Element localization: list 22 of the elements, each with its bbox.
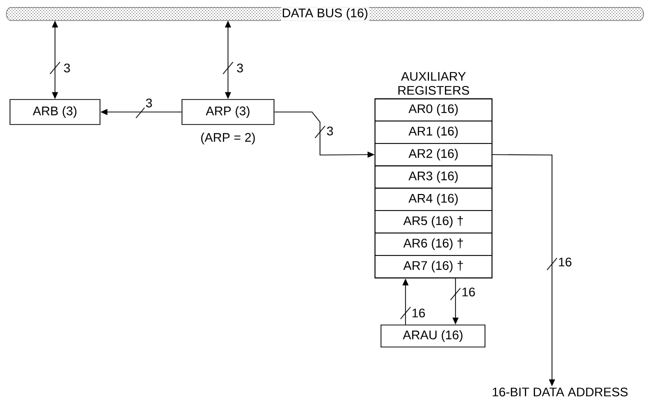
register-note: (ARP = 2) bbox=[201, 132, 255, 144]
register-row: AR6 (16) † bbox=[374, 232, 492, 256]
register-row: AR4 (16) bbox=[374, 188, 492, 211]
edge-label: 16 bbox=[412, 308, 425, 318]
register-file-heading: AUXILIARY REGISTERS bbox=[398, 72, 470, 95]
edge-label: 16 bbox=[462, 288, 475, 296]
register-box: ARAU (16) bbox=[380, 324, 486, 348]
edge-label: 3 bbox=[146, 98, 152, 108]
edge-label: 16 bbox=[559, 258, 572, 266]
register-row: AR3 (16) bbox=[374, 165, 492, 189]
bus-label: DATA BUS (16) bbox=[280, 7, 370, 21]
address-text: 16-BIT DATA ADDRESS bbox=[492, 388, 628, 396]
register-row: AR5 (16) † bbox=[374, 210, 492, 234]
register-box: ARB (3) bbox=[10, 99, 100, 125]
register-row: AR0 (16) bbox=[374, 98, 492, 122]
register-row: AR1 (16) bbox=[374, 120, 492, 144]
edge-label: 3 bbox=[64, 64, 70, 72]
register-box: ARP (3) bbox=[182, 99, 274, 125]
register-row: AR7 (16) † bbox=[374, 255, 492, 278]
edge-label: 3 bbox=[327, 126, 333, 136]
edge-label: 3 bbox=[237, 64, 243, 72]
register-row: AR2 (16) bbox=[374, 143, 492, 166]
